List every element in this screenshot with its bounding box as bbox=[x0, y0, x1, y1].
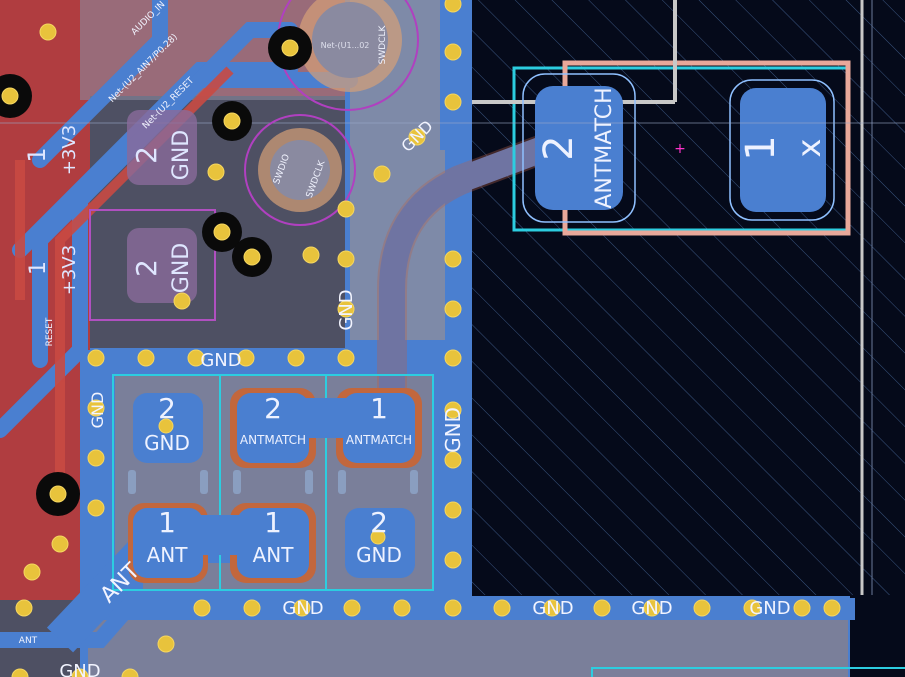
c-mid-pad-2[interactable] bbox=[237, 393, 309, 463]
antenna-pad-2-number: 2 bbox=[536, 135, 582, 160]
c-right-pad-2-number: 2 bbox=[370, 506, 388, 539]
gnd-net-label-right: GND bbox=[441, 407, 465, 453]
swdclk-net-label-top: SWDCLK bbox=[378, 25, 388, 65]
left-pad-b-net: +3V3 bbox=[59, 245, 80, 295]
ant-net-label-small: ANT bbox=[19, 636, 38, 646]
stitching-vias bbox=[1, 0, 841, 677]
gnd-net-label-bottom-left: GND bbox=[59, 661, 100, 677]
c-left-pad-2-number: 2 bbox=[158, 392, 176, 425]
gnd-net-label-bottom-1: GND bbox=[282, 598, 323, 619]
c-right-pad-1[interactable] bbox=[343, 393, 415, 463]
antenna-pad-2[interactable] bbox=[535, 86, 623, 210]
c-mid-pad-1-net: ANT bbox=[253, 543, 295, 567]
gnd-net-label-bottom-3: GND bbox=[631, 598, 672, 619]
reset-net-label: RESET bbox=[45, 317, 55, 346]
antenna-pad-1-net: x bbox=[790, 139, 828, 158]
left-pad-a-number: 1 bbox=[23, 147, 51, 162]
c-mid-pad-2-net: ANTMATCH bbox=[240, 433, 306, 447]
gnd-net-label-vertical: GND bbox=[336, 289, 357, 330]
c-right-pad-1-net: ANTMATCH bbox=[346, 433, 412, 447]
gnd-net-label-left: GND bbox=[88, 392, 107, 429]
c-mid-pad-2-number: 2 bbox=[264, 392, 282, 425]
left-pad-b-number: 1 bbox=[26, 261, 51, 275]
upper-pad-a-number: 2 bbox=[130, 146, 163, 164]
c-mid-pad-1[interactable] bbox=[237, 508, 309, 578]
antmatch-trace[interactable] bbox=[379, 137, 553, 423]
upper-pad-b-number: 2 bbox=[130, 259, 163, 277]
c-left-pad-1-number: 1 bbox=[158, 506, 176, 539]
upper-pad-b[interactable] bbox=[127, 228, 197, 303]
gnd-net-label-bottom-4: GND bbox=[749, 598, 790, 619]
c-left-pad-1-net: ANT bbox=[147, 543, 189, 567]
upper-pad-a[interactable] bbox=[127, 110, 197, 185]
keepout-zone bbox=[472, 0, 905, 595]
net-fragment-label: Net-(U1...02 bbox=[321, 41, 370, 50]
antenna-pad-1-number: 1 bbox=[738, 135, 784, 160]
c-right-pad-2-net: GND bbox=[356, 543, 402, 567]
antenna-pad-2-net: ANTMATCH bbox=[592, 87, 617, 208]
c-right-pad-1-number: 1 bbox=[370, 392, 388, 425]
svg-text:+: + bbox=[674, 141, 686, 157]
upper-pad-b-net: GND bbox=[169, 243, 194, 293]
gnd-net-label-bar: GND bbox=[200, 350, 241, 371]
upper-pad-a-net: GND bbox=[169, 130, 194, 180]
antenna-pad-1[interactable] bbox=[740, 88, 826, 212]
c-left-pad-1[interactable] bbox=[133, 508, 203, 578]
c-left-pad-2-net: GND bbox=[144, 431, 190, 455]
gnd-net-label-bottom-2: GND bbox=[532, 598, 573, 619]
left-pad-a-net: +3V3 bbox=[59, 125, 80, 175]
c-mid-pad-1-number: 1 bbox=[264, 506, 282, 539]
